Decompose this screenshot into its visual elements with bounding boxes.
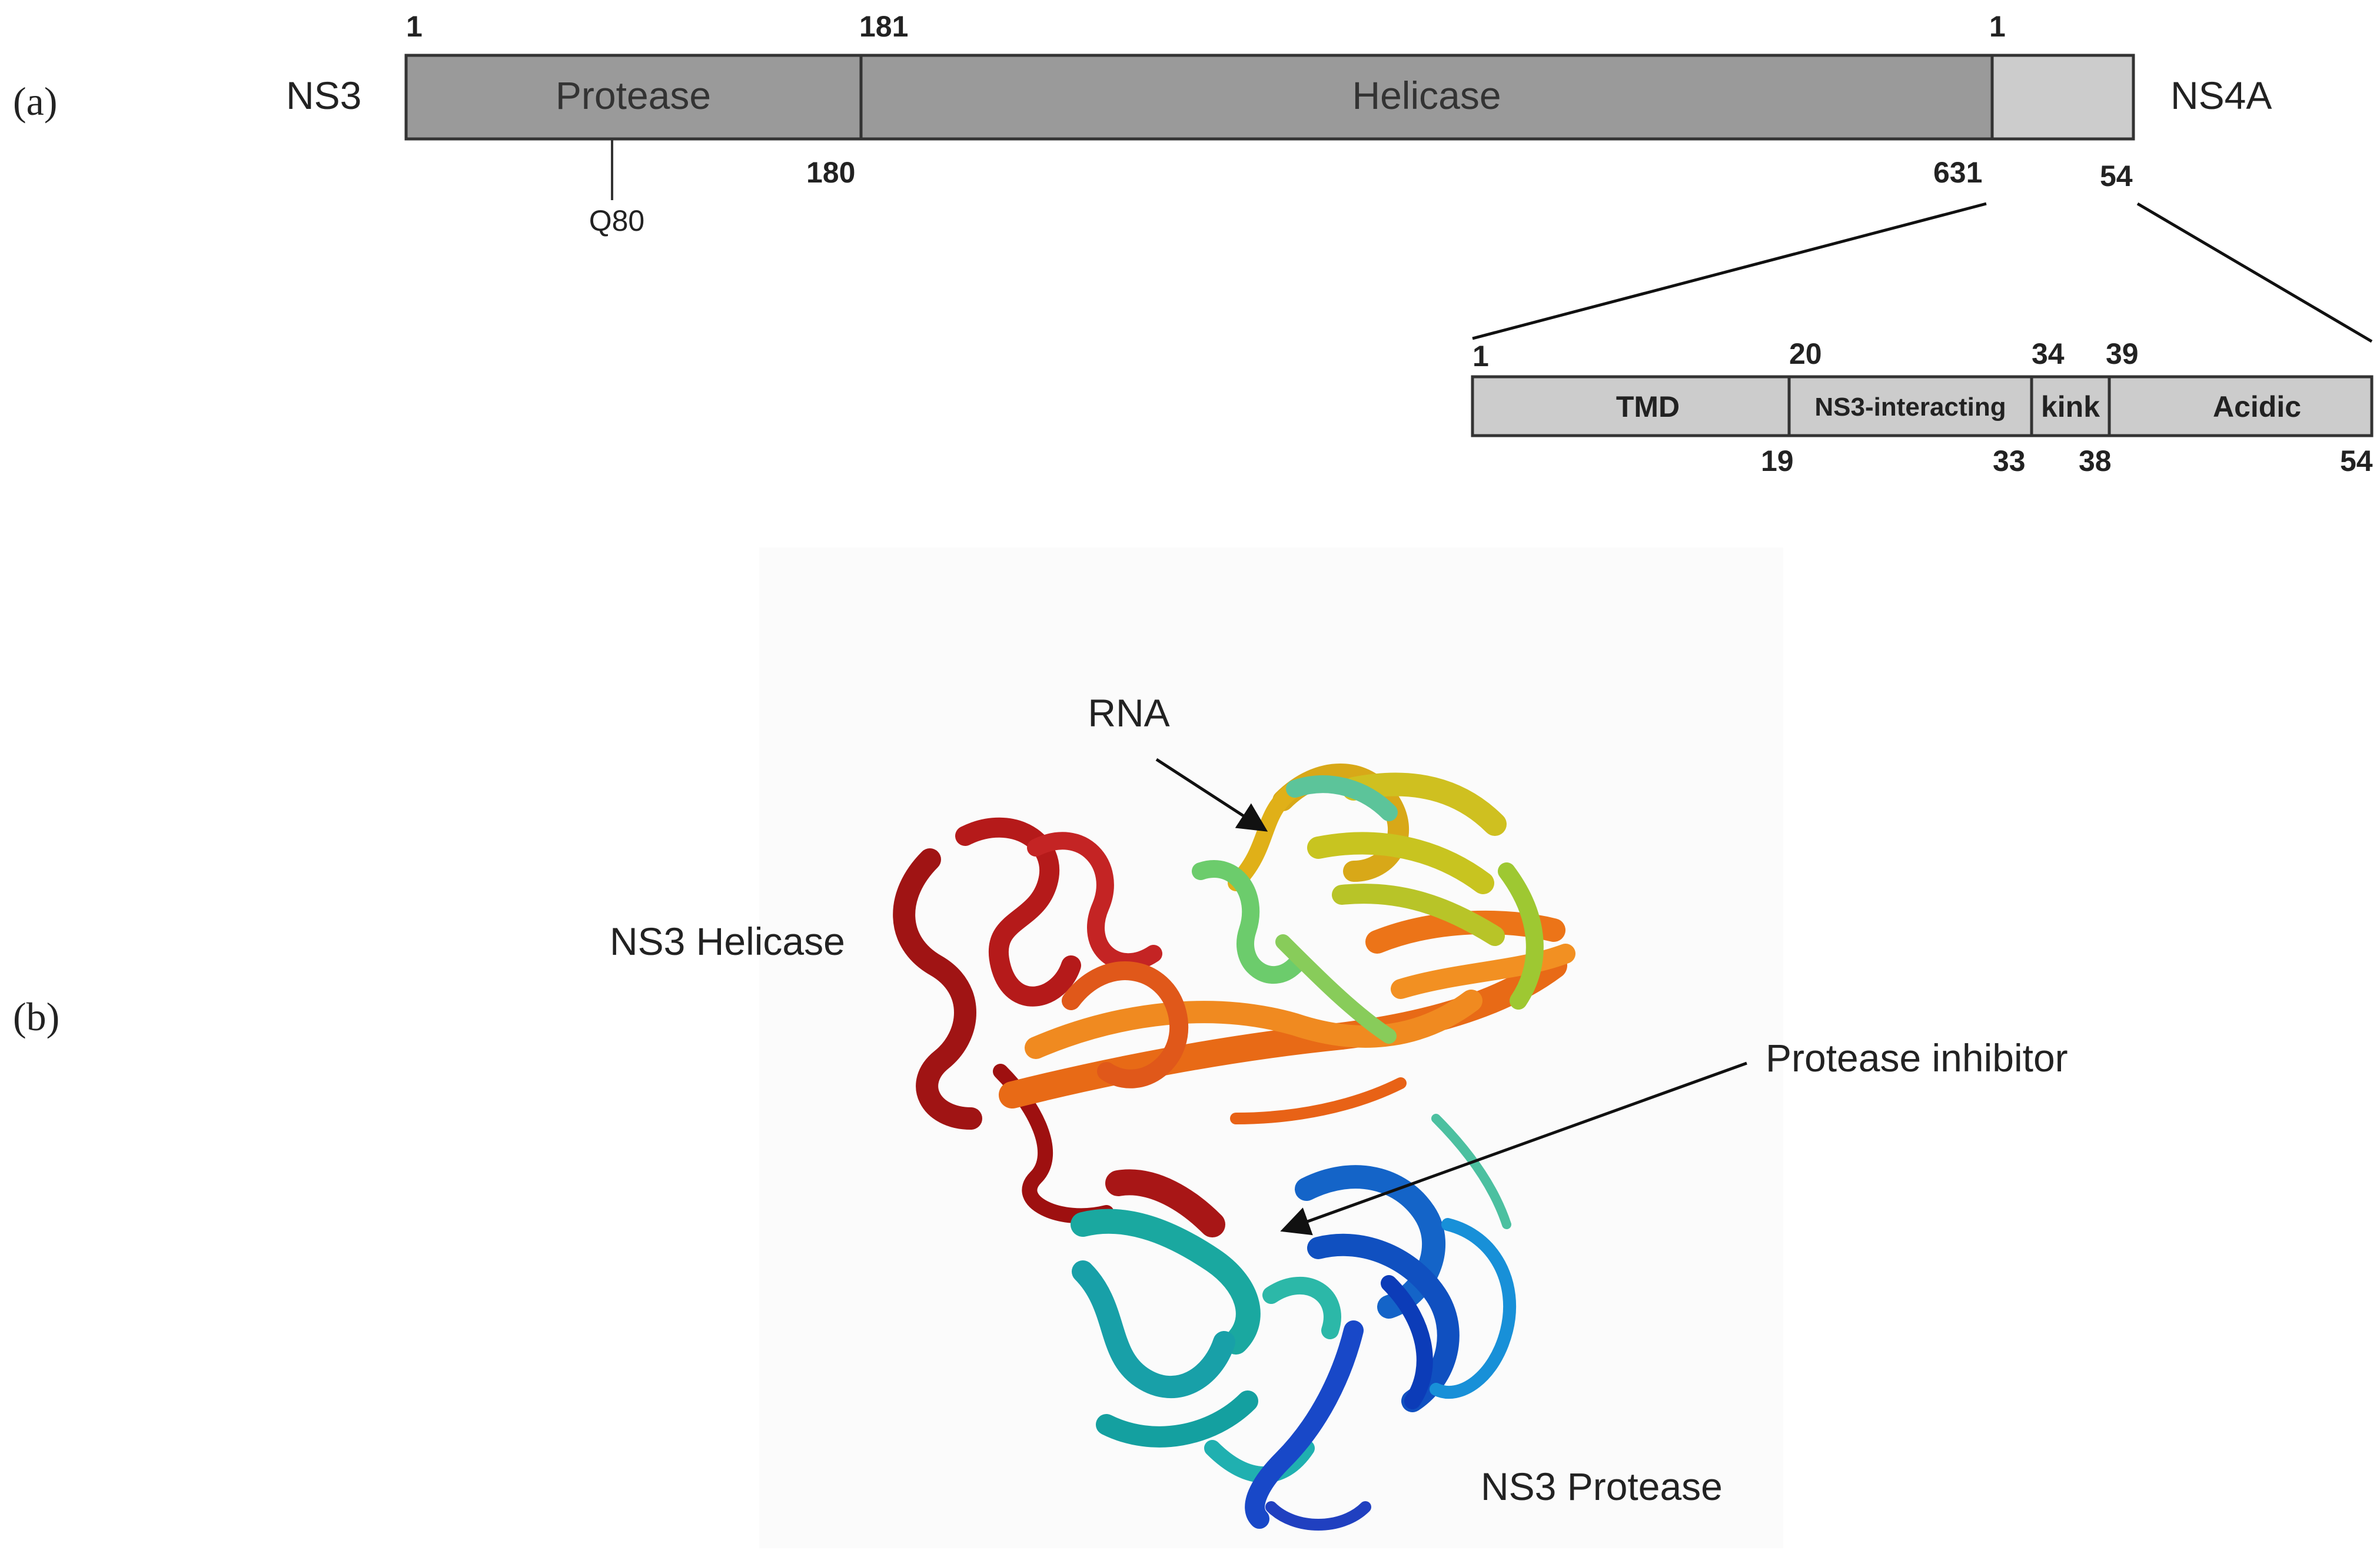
panel-label-b: (b) [13, 994, 59, 1039]
ns3-interacting-end-number: 33 [1993, 444, 2026, 477]
tmd-end-number: 19 [1761, 444, 1794, 477]
protease-teal-region [1071, 1209, 1341, 1483]
helicase-start-number: 181 [859, 10, 908, 43]
rna-label: RNA [1088, 691, 1169, 735]
rna-arrow [1155, 758, 1268, 832]
ns4a-domain-bar [1990, 54, 2135, 141]
kink-start-number: 34 [2032, 337, 2065, 370]
acidic-end-number: 54 [2340, 444, 2373, 477]
protease-domain-bar [404, 54, 863, 141]
acidic-start-number: 39 [2106, 337, 2139, 370]
ns4a-start-number: 1 [1989, 10, 2006, 43]
helicase-red-region [893, 817, 1225, 1237]
helicase-domain-bar [859, 54, 1994, 141]
protease-domain-label: Protease [556, 74, 711, 117]
protease-start-number: 1 [406, 10, 423, 43]
zoom-line-left [1472, 202, 1987, 340]
ns3-interacting-label: NS3-interacting [1814, 393, 2006, 421]
helicase-domain-label: Helicase [1352, 74, 1501, 117]
kink-label: kink [2041, 390, 2100, 423]
helicase-green-region [1192, 775, 1511, 1229]
tmd-start-number: 1 [1472, 340, 1489, 373]
tmd-label: TMD [1616, 390, 1680, 423]
acidic-domain-bar [2108, 375, 2374, 437]
protease-blue-region [1245, 1165, 1517, 1531]
protease-end-number: 180 [806, 156, 855, 189]
protease-structure-label: NS3 Protease [1481, 1465, 1723, 1508]
ns3-label: NS3 [286, 74, 361, 117]
panel-label-a: (a) [13, 79, 57, 124]
helicase-structure-label: NS3 Helicase [610, 920, 845, 963]
ns4a-label: NS4A [2170, 74, 2272, 117]
ns3-interacting-start-number: 20 [1789, 337, 1822, 370]
zoom-line-right [2136, 202, 2373, 343]
inhibitor-arrow [1280, 1061, 1747, 1236]
acidic-label: Acidic [2213, 390, 2301, 423]
helicase-end-number: 631 [1933, 156, 1982, 189]
ns4a-end-number: 54 [2100, 160, 2133, 192]
tmd-domain-bar [1471, 375, 1791, 437]
protein-structure [893, 764, 1575, 1531]
inhibitor-label: Protease inhibitor [1766, 1036, 2068, 1080]
q80-label: Q80 [589, 204, 645, 237]
kink-end-number: 38 [2079, 444, 2112, 477]
